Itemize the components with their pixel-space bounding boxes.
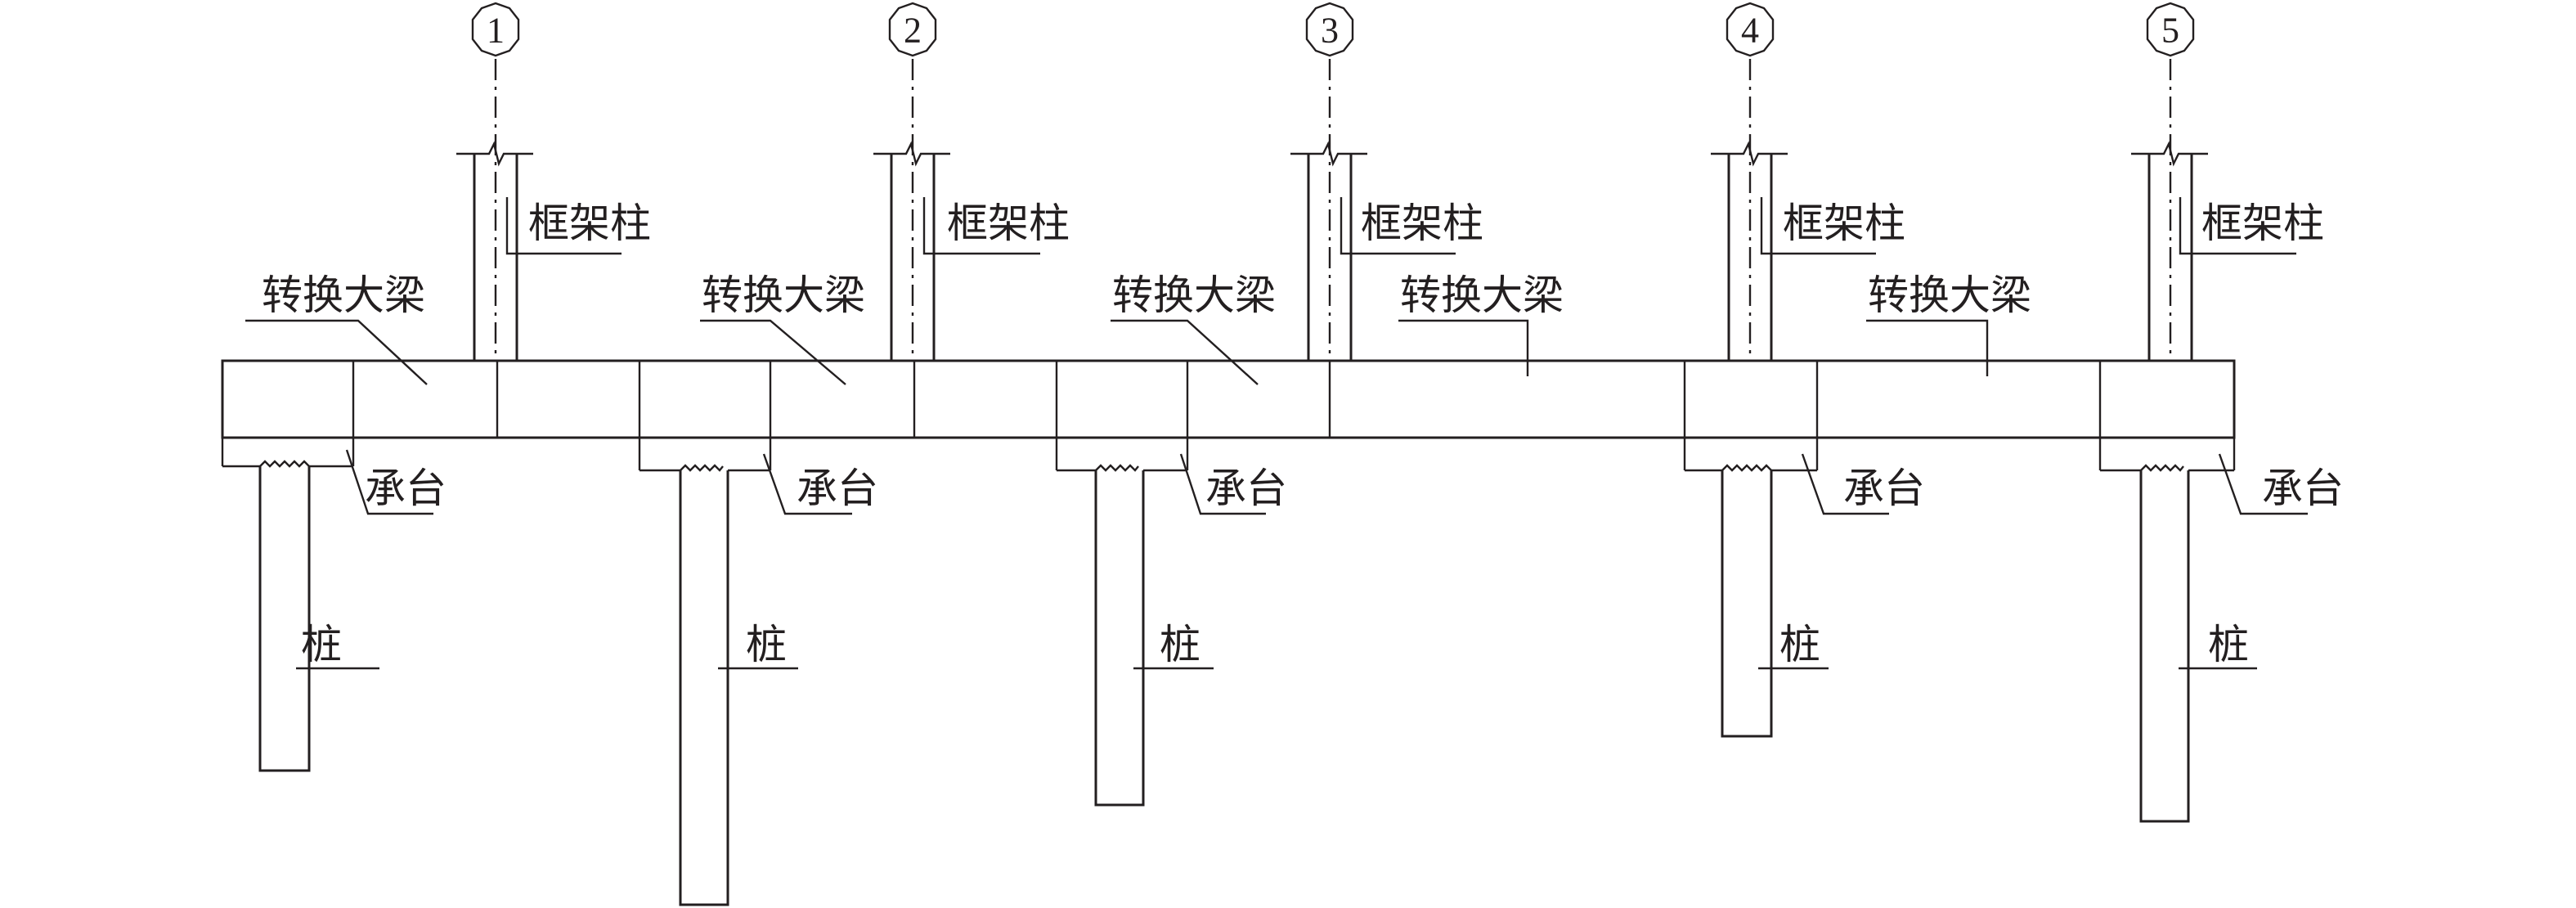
svg-text:转换大梁: 转换大梁 [262, 272, 425, 319]
pile-2 [679, 464, 729, 906]
cap-label-3: 承台 [1179, 453, 1287, 515]
svg-text:5: 5 [2161, 11, 2179, 51]
column-label-3: 框架柱 [1340, 197, 1483, 255]
pile-3 [1094, 464, 1145, 807]
svg-text:承台: 承台 [365, 465, 447, 512]
svg-text:框架柱: 框架柱 [1361, 200, 1483, 247]
pile-cap-2 [638, 361, 916, 472]
column-label-4: 框架柱 [1760, 197, 1905, 255]
pile-cap-4 [1683, 361, 1819, 472]
svg-text:框架柱: 框架柱 [528, 200, 651, 247]
pile-label-3: 桩 [1133, 621, 1214, 670]
column-label-1: 框架柱 [505, 197, 651, 255]
beam-label-2: 转换大梁 [700, 272, 865, 385]
svg-text:转换大梁: 转换大梁 [702, 272, 865, 319]
pile-label-4: 桩 [1758, 621, 1829, 670]
svg-text:桩: 桩 [301, 621, 342, 668]
svg-text:1: 1 [487, 11, 505, 51]
svg-text:4: 4 [1741, 11, 1759, 51]
column-label-5: 框架柱 [2179, 197, 2324, 255]
svg-text:框架柱: 框架柱 [1783, 200, 1905, 247]
svg-text:承台: 承台 [2262, 465, 2344, 512]
svg-text:桩: 桩 [746, 621, 787, 668]
axis-marker-2: 2 [888, 2, 937, 57]
pile-label-2: 桩 [718, 621, 798, 670]
svg-text:框架柱: 框架柱 [947, 200, 1070, 247]
svg-text:桩: 桩 [1160, 621, 1200, 668]
beam-label-4: 转换大梁 [1398, 272, 1564, 376]
svg-text:3: 3 [1321, 11, 1339, 51]
pile-5 [2139, 464, 2190, 823]
svg-text:转换大梁: 转换大梁 [1868, 272, 2031, 319]
beam-label-1: 转换大梁 [245, 272, 428, 385]
column-label-2: 框架柱 [922, 197, 1070, 255]
axis-marker-1: 1 [471, 2, 520, 57]
svg-text:转换大梁: 转换大梁 [1400, 272, 1564, 319]
svg-text:桩: 桩 [2208, 621, 2249, 668]
svg-text:承台: 承台 [1205, 465, 1287, 512]
svg-text:2: 2 [904, 11, 922, 51]
pile-cap-3 [1055, 361, 1331, 472]
cap-label-2: 承台 [762, 453, 878, 515]
pile-cap-1 [221, 361, 499, 468]
axis-marker-4: 4 [1726, 2, 1775, 57]
cap-label-5: 承台 [2218, 453, 2344, 515]
beam-label-3: 转换大梁 [1111, 272, 1276, 385]
svg-text:承台: 承台 [1843, 465, 1925, 512]
pile-1 [258, 460, 311, 772]
axis-marker-3: 3 [1305, 2, 1354, 57]
svg-text:桩: 桩 [1779, 621, 1820, 668]
pile-label-1: 桩 [296, 621, 379, 670]
svg-text:承台: 承台 [797, 465, 878, 512]
pile-cap-5 [2098, 361, 2236, 472]
svg-text:框架柱: 框架柱 [2201, 200, 2324, 247]
cap-label-1: 承台 [345, 449, 447, 515]
transfer-beam [221, 359, 2236, 439]
beam-label-5: 转换大梁 [1866, 272, 2031, 376]
cap-label-4: 承台 [1801, 453, 1925, 515]
axis-marker-5: 5 [2146, 2, 2195, 57]
svg-text:转换大梁: 转换大梁 [1112, 272, 1276, 319]
pile-label-5: 桩 [2179, 621, 2257, 670]
pile-4 [1721, 464, 1773, 738]
